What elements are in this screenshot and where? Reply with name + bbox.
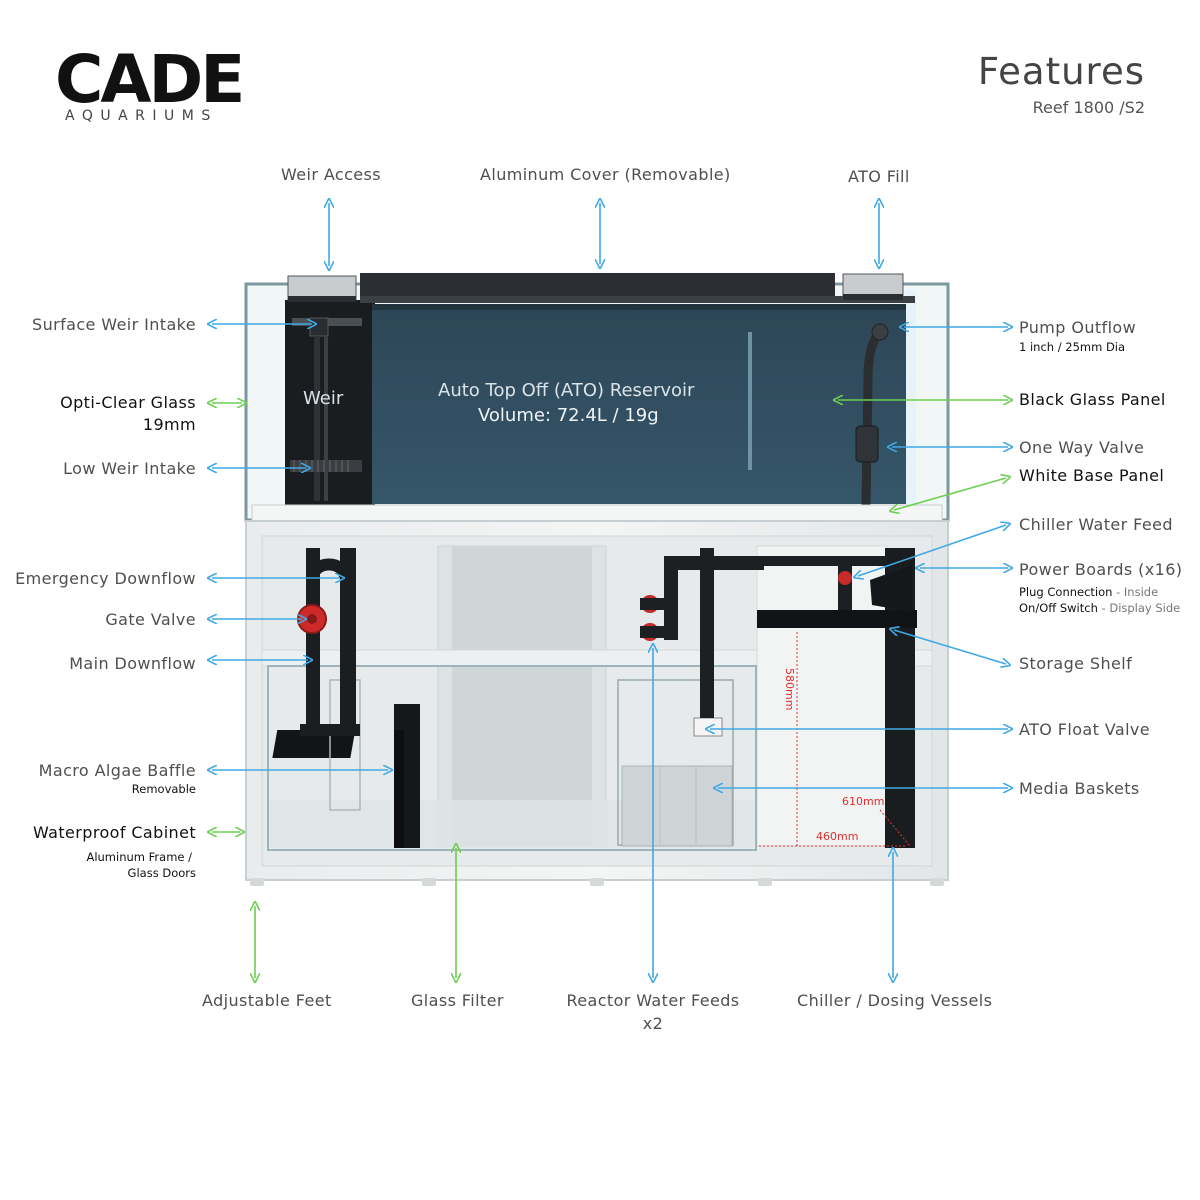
label-glass-filter: Glass Filter: [411, 991, 504, 1010]
label-waterproof-cabinet: Waterproof Cabinet: [32, 823, 196, 842]
label-black-glass-panel: Black Glass Panel: [1019, 390, 1166, 409]
label-power-boards: Power Boards (x16): [1019, 560, 1183, 579]
note-waterproof-cabinet-2: Glass Doors: [127, 866, 196, 880]
label-emergency-downflow: Emergency Downflow: [15, 569, 196, 588]
label-weir-access: Weir Access: [281, 165, 382, 184]
label-media-baskets: Media Baskets: [1019, 779, 1140, 798]
page-title: Features: [977, 50, 1145, 93]
label-ato-float-valve: ATO Float Valve: [1019, 720, 1151, 739]
brand-logo-subtitle: AQUARIUMS: [65, 108, 218, 124]
label-main-downflow: Main Downflow: [69, 654, 196, 673]
label-reactor-water-feeds: Reactor Water Feeds: [566, 991, 740, 1010]
label-adjustable-feet: Adjustable Feet: [202, 991, 332, 1010]
label-reactor-water-feeds-qty: x2: [642, 1014, 664, 1033]
label-surface-weir-intake: Surface Weir Intake: [32, 315, 196, 334]
label-opti-clear-glass-thickness: 19mm: [142, 415, 196, 434]
dimension-height: 580mm: [783, 668, 796, 711]
note-pump-outflow: 1 inch / 25mm Dia: [1019, 340, 1126, 354]
note-macro-algae-baffle: Removable: [131, 782, 196, 796]
dimension-width: 610mm: [842, 795, 885, 808]
label-one-way-valve: One Way Valve: [1019, 438, 1145, 457]
ato-reservoir: [372, 304, 912, 504]
note-plug-connection: Plug Connection - Inside: [1019, 585, 1159, 599]
weir-label: Weir: [303, 388, 344, 409]
note-on-off-switch: On/Off Switch - Display Side: [1019, 601, 1181, 615]
label-pump-outflow: Pump Outflow: [1019, 318, 1137, 337]
label-storage-shelf: Storage Shelf: [1019, 654, 1133, 673]
reservoir-title: Auto Top Off (ATO) Reservoir: [438, 380, 695, 401]
label-opti-clear-glass: Opti-Clear Glass: [60, 393, 196, 412]
label-low-weir-intake: Low Weir Intake: [63, 459, 196, 478]
label-macro-algae-baffle: Macro Algae Baffle: [38, 761, 196, 780]
brand-logo: CADE: [55, 41, 245, 118]
label-ato-fill: ATO Fill: [848, 167, 910, 186]
label-chiller-dosing-vessels: Chiller / Dosing Vessels: [797, 991, 993, 1010]
label-gate-valve: Gate Valve: [105, 610, 196, 629]
cabinet: [245, 520, 949, 886]
callout-arrows: [212, 203, 1008, 978]
reservoir-volume: Volume: 72.4L / 19g: [478, 405, 659, 426]
dimension-depth: 460mm: [816, 830, 859, 843]
label-chiller-water-feed: Chiller Water Feed: [1019, 515, 1173, 534]
note-waterproof-cabinet-1: Aluminum Frame /: [86, 850, 192, 864]
label-white-base-panel: White Base Panel: [1019, 466, 1165, 485]
page-subtitle: Reef 1800 /S2: [1032, 98, 1145, 117]
label-aluminum-cover: Aluminum Cover (Removable): [480, 165, 731, 184]
